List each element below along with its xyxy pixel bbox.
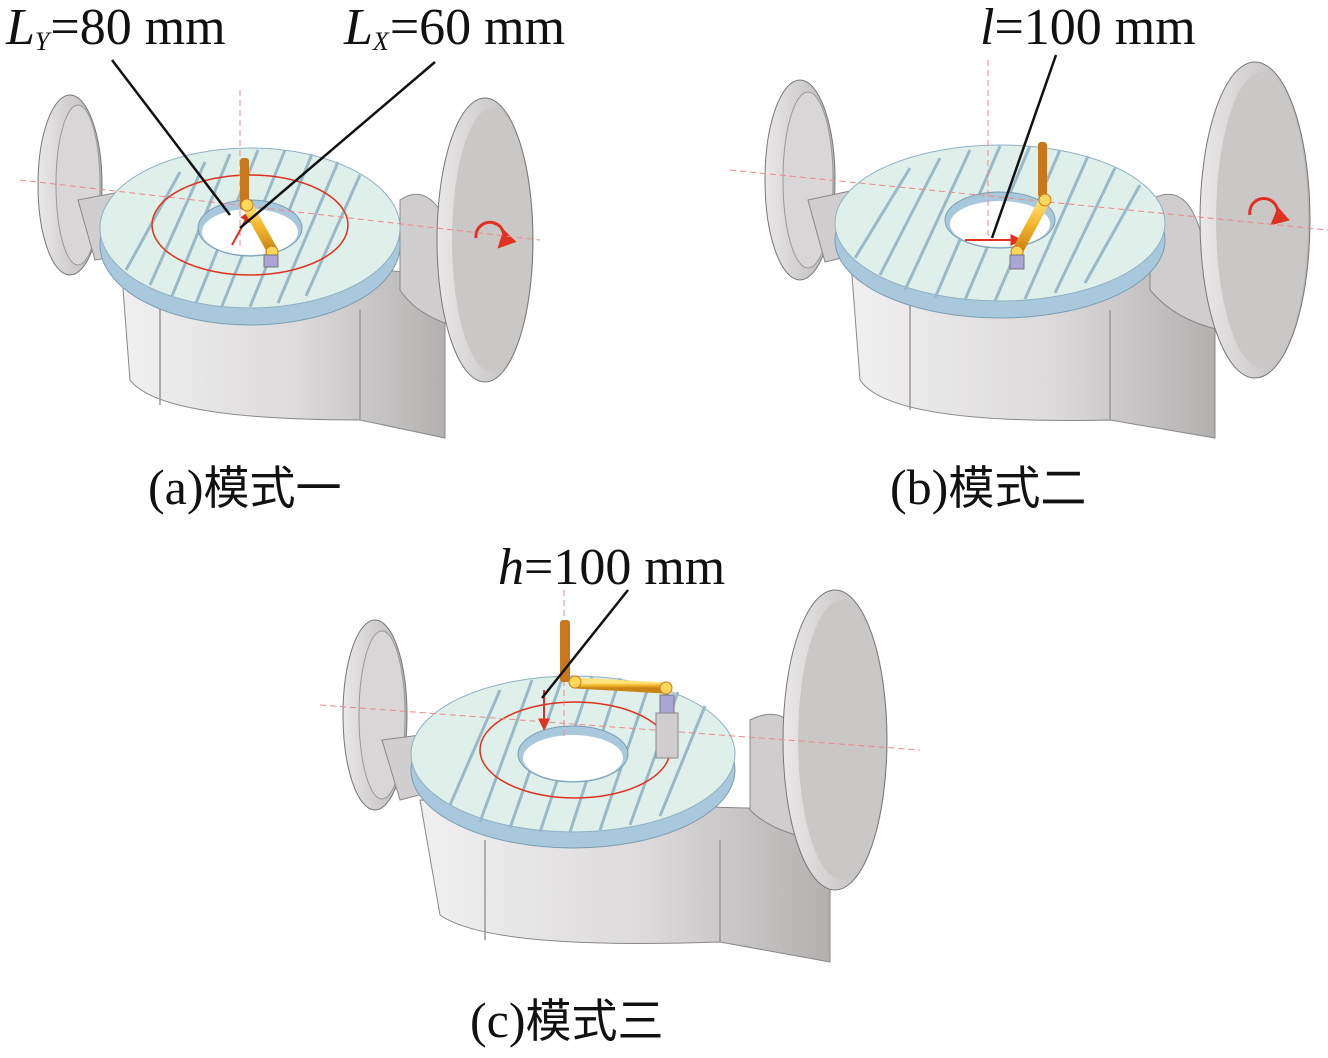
caption-a-letter: (a) <box>148 459 204 515</box>
rotation-arrow-icon <box>474 220 517 249</box>
dimension-label-h: h=100 mm <box>498 539 726 596</box>
measurement-circle <box>151 174 349 276</box>
caption-b-text: 模式二 <box>948 461 1087 515</box>
ball-bar-rod <box>569 677 671 694</box>
panel-c-machine-drawing <box>320 589 920 963</box>
rotation-arrow-icon <box>1248 196 1290 226</box>
caption-c-letter: (c) <box>470 992 526 1048</box>
dimension-label-ly: LY=80 mm <box>6 0 226 56</box>
panel-a-machine-drawing <box>19 59 541 439</box>
leader-line-h <box>541 589 629 699</box>
caption-a: (a)模式一 <box>148 462 342 512</box>
dimension-label-l: l=100 mm <box>980 0 1196 56</box>
leader-line-l <box>990 54 1058 239</box>
caption-a-text: 模式一 <box>203 461 342 515</box>
leader-line-lx <box>239 61 436 229</box>
caption-c-text: 模式三 <box>525 994 664 1048</box>
panel-b-machine-drawing <box>730 54 1328 439</box>
ball-bar-rod <box>241 199 278 256</box>
dimension-label-lx: LX=60 mm <box>344 0 566 56</box>
ball-bar-rod <box>1012 194 1051 256</box>
caption-c: (c)模式三 <box>470 995 664 1045</box>
caption-b: (b)模式二 <box>890 462 1086 512</box>
leader-line-ly <box>111 59 231 216</box>
caption-b-letter: (b) <box>890 459 949 515</box>
